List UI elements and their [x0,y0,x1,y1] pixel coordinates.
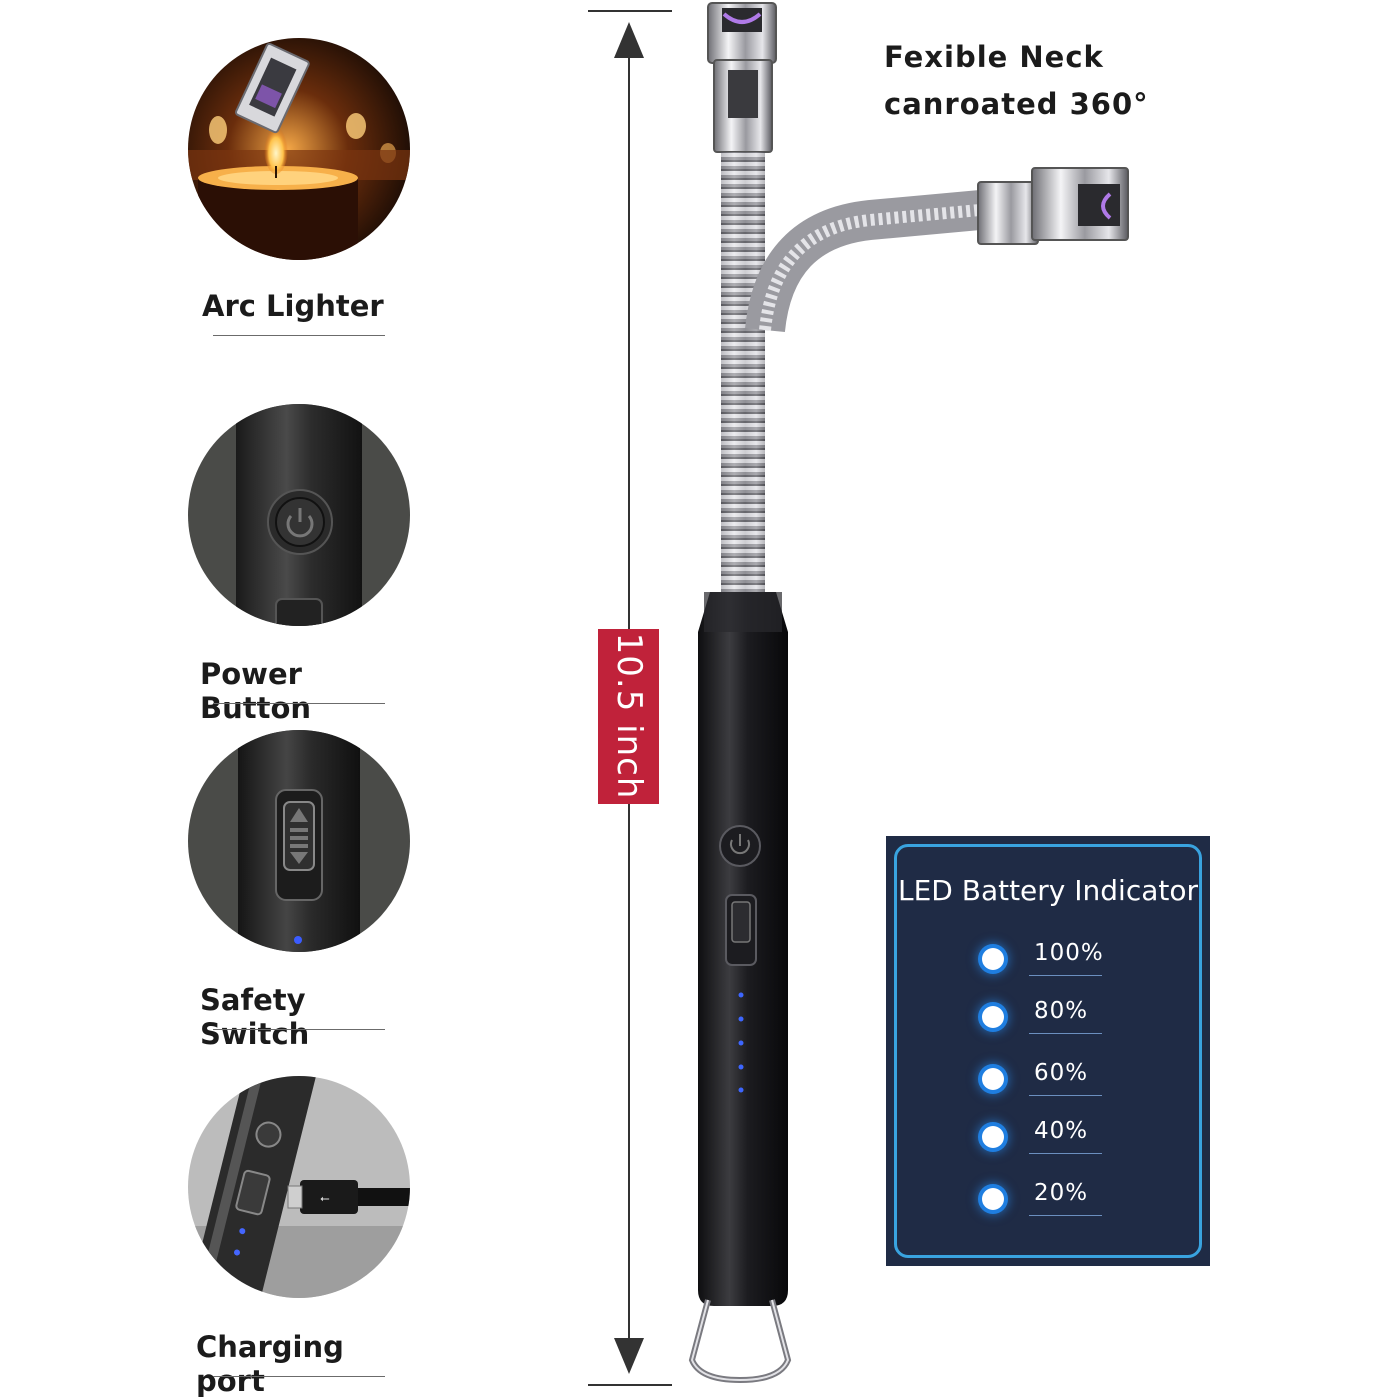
led-level-underline [1029,975,1102,976]
led-level-row: 60% [886,1060,1210,1100]
lighter-illustration [688,2,1129,1384]
led-dot-icon [982,1006,1004,1028]
power-button-image [188,404,410,626]
svg-text:⭠: ⭠ [320,1191,330,1205]
led-battery-panel: LED Battery Indicator 100% 80% 60% 40% 2… [886,836,1210,1266]
neck-caption-line1: Fexible Neck [884,40,1104,74]
led-level-text: 20% [1034,1180,1089,1206]
led-level-underline [1029,1153,1102,1154]
length-badge [598,629,659,804]
charging-port-image: ⭠ [188,1076,410,1298]
arc-lighter-underline [213,335,385,336]
led-level-row: 100% [886,940,1210,980]
arc-lighter-label: Arc Lighter [202,289,384,323]
led-dot-icon [982,1188,1004,1210]
led-panel-border [894,844,1202,1258]
led-level-underline [1029,1215,1102,1216]
led-level-row: 20% [886,1180,1210,1220]
led-level-text: 40% [1034,1118,1089,1144]
led-dot-icon [982,1068,1004,1090]
led-dot-icon [982,1126,1004,1148]
arc-lighter-image [188,38,410,260]
led-level-underline [1029,1033,1102,1034]
led-level-text: 60% [1034,1060,1089,1086]
led-dot-icon [982,948,1004,970]
led-level-row: 80% [886,998,1210,1038]
power-button-label: Power Button [200,657,312,725]
led-level-underline [1029,1095,1102,1096]
length-label: 10.5 inch [609,632,649,800]
charging-port-label: Charging port [196,1330,344,1398]
safety-switch-image [188,730,410,952]
safety-switch-underline [213,1029,385,1030]
power-button-underline [213,703,385,704]
led-level-row: 40% [886,1118,1210,1158]
led-panel-title: LED Battery Indicator [897,874,1198,907]
neck-caption-line2: canroated 360° [884,87,1149,121]
led-level-text: 100% [1034,940,1104,966]
led-level-text: 80% [1034,998,1089,1024]
charging-port-underline [213,1376,385,1377]
safety-switch-label: Safety Switch [200,983,310,1051]
